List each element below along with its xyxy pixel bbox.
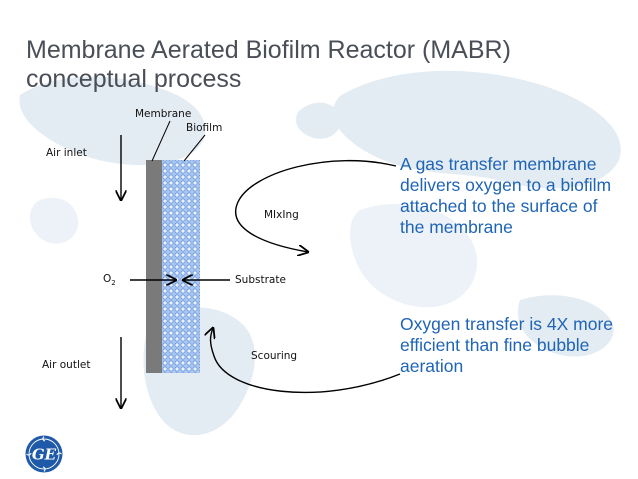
slide-title-line-2: conceptual process (26, 65, 242, 93)
slide-title-line-1: Membrane Aerated Biofilm Reactor (MABR) (26, 36, 511, 64)
membrane-pointer (151, 120, 171, 162)
oxygen-label-base: O (103, 273, 112, 285)
substrate-label: Substrate (235, 274, 286, 286)
ge-logo-text: GE (32, 446, 57, 464)
biofilm-pointer (183, 134, 206, 162)
biofilm-label: Biofilm (186, 122, 223, 134)
side-text-paragraph-2: Oxygen transfer is 4X more efficient tha… (400, 314, 613, 376)
ge-logo: GE (25, 435, 63, 473)
mixing-arrow (235, 159, 397, 252)
mixing-label: MIxIng (264, 209, 299, 221)
scouring-label: Scouring (251, 350, 298, 362)
slide-title: Membrane Aerated Biofilm Reactor (MABR) … (26, 36, 626, 94)
side-text-paragraph-1: A gas transfer membrane delivers oxygen … (400, 154, 612, 237)
air-outlet-label: Air outlet (42, 359, 91, 371)
oxygen-label: O2 (103, 273, 116, 287)
scouring-arrow (211, 328, 401, 394)
air-inlet-label: Air inlet (46, 147, 87, 159)
oxygen-label-subscript: 2 (111, 279, 116, 288)
membrane-layer (146, 160, 162, 373)
biofilm-layer (162, 160, 200, 373)
membrane-label: Membrane (135, 108, 192, 120)
